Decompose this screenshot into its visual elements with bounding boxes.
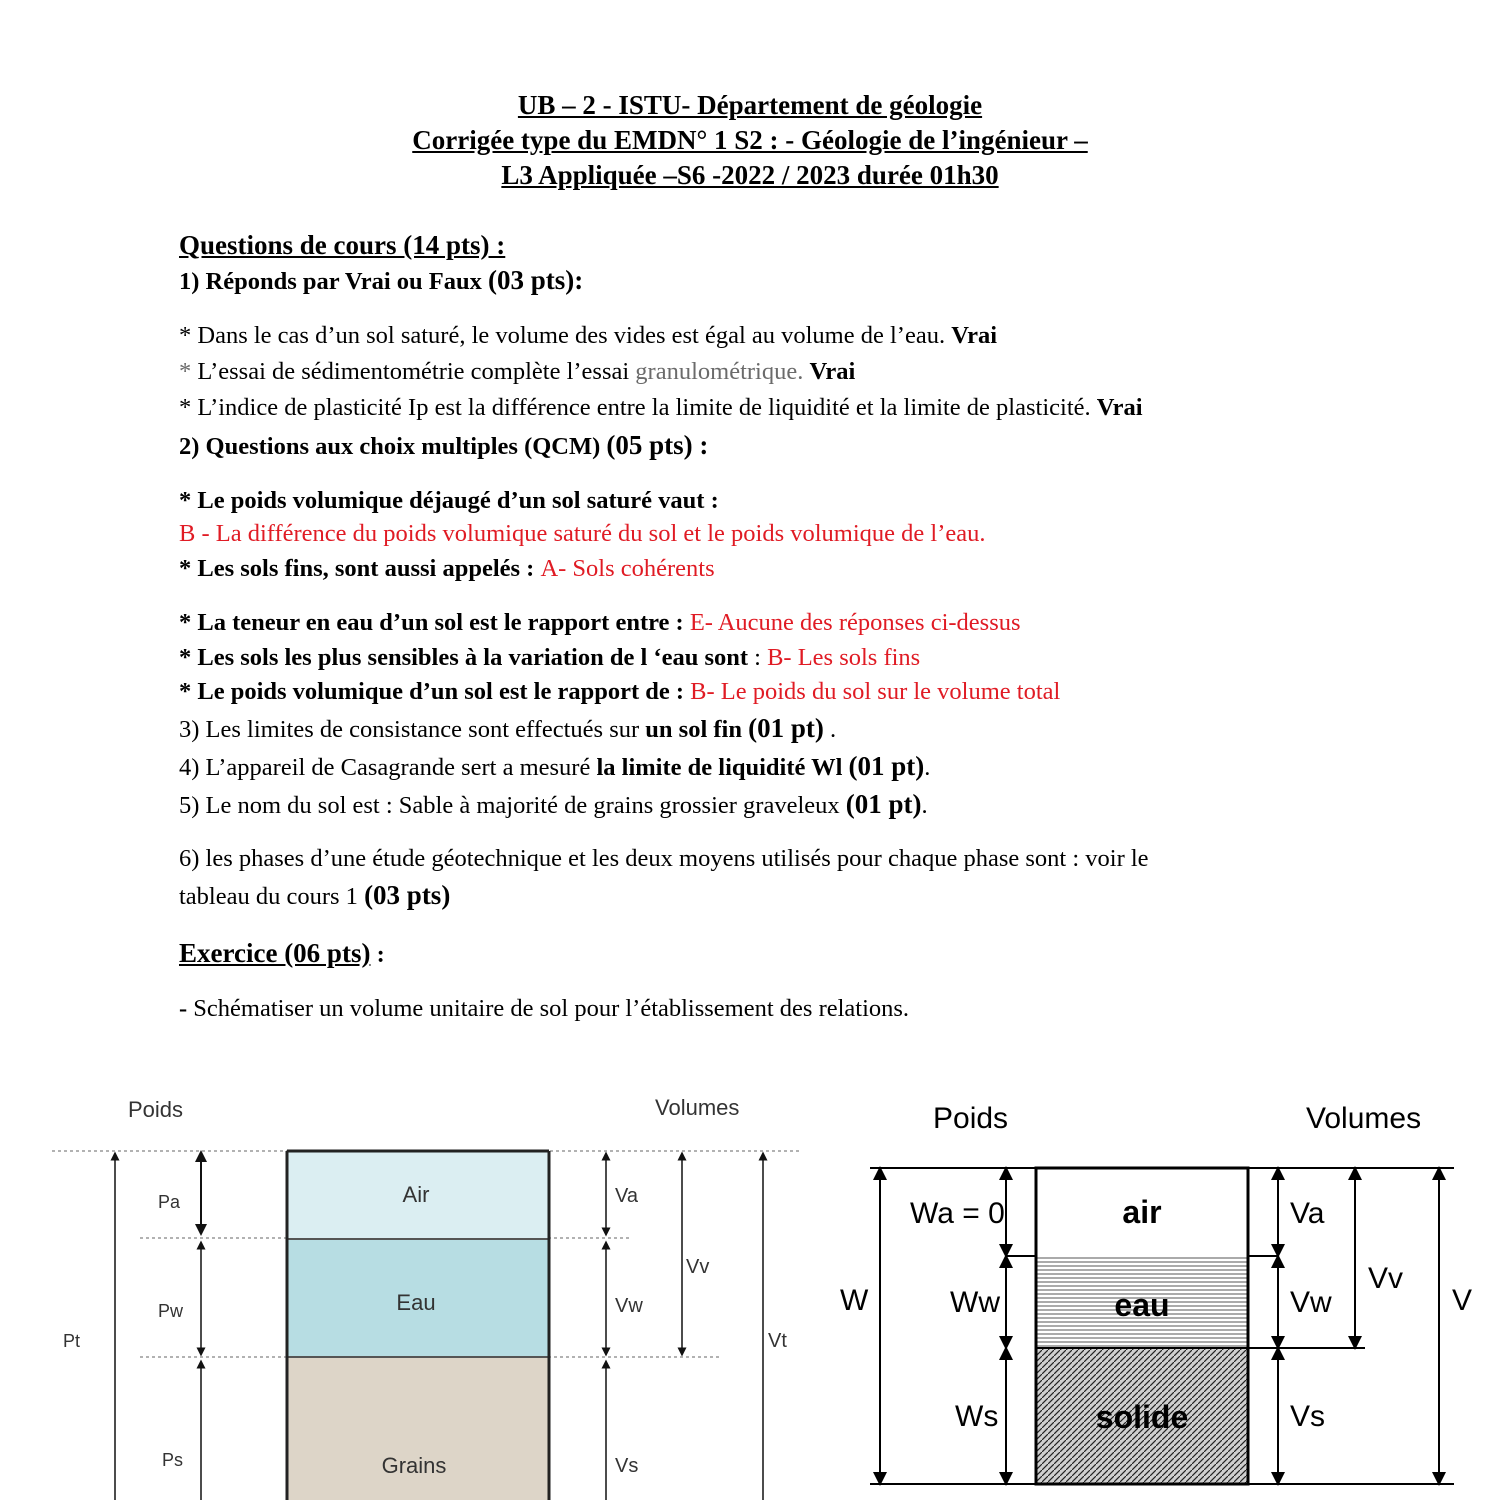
- question-4-points: (01 pt): [848, 751, 925, 781]
- left-grains-label: Grains: [382, 1453, 447, 1478]
- question-4: 4) L’appareil de Casagrande sert a mesur…: [179, 751, 930, 783]
- vf-item-3: * L’indice de plasticité Ip est la diffé…: [179, 393, 1143, 423]
- right-solid-layer: [1036, 1348, 1248, 1484]
- right-wa-label: Wa = 0: [910, 1197, 1005, 1230]
- qcm-item-5: * Le poids volumique d’un sol est le rap…: [179, 677, 1060, 707]
- question-1-label: 1) Réponds par Vrai ou Faux: [179, 268, 489, 295]
- question-2: 2) Questions aux choix multiples (QCM) (…: [179, 430, 708, 462]
- left-air-layer: [287, 1151, 549, 1239]
- left-vv-label: Vv: [686, 1256, 709, 1278]
- right-air-label: air: [1122, 1194, 1161, 1230]
- document-header: UB – 2 - ISTU- Département de géologie C…: [0, 88, 1500, 193]
- exercice-title: Exercice (06 pts): [179, 938, 371, 968]
- section-title-cours: Questions de cours (14 pts) :: [179, 230, 506, 260]
- exercice-dash: -: [179, 995, 188, 1022]
- exercice-heading: Exercice (06 pts) :: [179, 938, 385, 970]
- question-4-end: .: [924, 754, 931, 781]
- left-air-label: Air: [403, 1182, 430, 1207]
- question-2-label: 2) Questions aux choix multiples (QCM): [179, 433, 607, 460]
- qcm-answer-3: E- Aucune des réponses ci-dessus: [689, 609, 1021, 636]
- right-vv-label: Vv: [1368, 1262, 1403, 1295]
- question-4-bold: la limite de liquidité Wl: [596, 754, 849, 781]
- question-5: 5) Le nom du sol est : Sable à majorité …: [179, 789, 928, 821]
- qcm-answer-5: B- Le poids du sol sur le volume total: [690, 678, 1061, 705]
- right-ws-label: Ws: [955, 1400, 998, 1433]
- soil-phase-diagram-right: Poids Volumes air eau solide W Wa = 0 Ww…: [840, 1102, 1472, 1486]
- question-3-end: .: [823, 716, 837, 743]
- left-poids-label: Poids: [128, 1097, 183, 1122]
- qcm-item-2: * Les sols fins, sont aussi appelés : A-…: [179, 554, 715, 584]
- header-line-3: L3 Appliquée –S6 -2022 / 2023 durée 01h3…: [501, 160, 999, 190]
- question-6-line-1: 6) les phases d’une étude géotechnique e…: [179, 845, 1149, 872]
- right-air-layer: [1036, 1169, 1248, 1256]
- right-vw-label: Vw: [1290, 1286, 1332, 1319]
- right-solid-label: solide: [1096, 1399, 1188, 1435]
- question-1: 1) Réponds par Vrai ou Faux (03 pts):: [179, 265, 583, 297]
- question-6-points: (03 pts): [364, 880, 451, 910]
- soil-phase-diagram-left: Poids Volumes Air Eau Grains Pa Pw Ps Pt: [52, 1095, 800, 1500]
- question-1-points: (03 pts):: [488, 265, 584, 295]
- left-pw-label: Pw: [158, 1301, 184, 1321]
- qcm-question-2: * Les sols fins, sont aussi appelés :: [179, 555, 541, 582]
- left-vw-label: Vw: [615, 1295, 643, 1317]
- exercice-instruction: - Schématiser un volume unitaire de sol …: [179, 994, 909, 1024]
- question-4-text: 4) L’appareil de Casagrande sert a mesur…: [179, 754, 597, 781]
- qcm-item-3: * La teneur en eau d’un sol est le rappo…: [179, 608, 1021, 638]
- left-water-label: Eau: [396, 1290, 435, 1315]
- qcm-question-5: * Le poids volumique d’un sol est le rap…: [179, 678, 691, 705]
- qcm-item-4: * Les sols les plus sensibles à la varia…: [179, 643, 920, 673]
- vf-item-2: * L’essai de sédimentométrie complète l’…: [179, 357, 855, 387]
- left-vt-label: Vt: [768, 1330, 787, 1352]
- question-2-points: (05 pts) :: [606, 430, 709, 460]
- left-ps-label: Ps: [162, 1450, 183, 1470]
- right-poids-label: Poids: [933, 1102, 1008, 1135]
- question-3-bold: un sol fin: [645, 716, 749, 743]
- left-water-layer: [287, 1239, 549, 1357]
- right-water-layer: [1036, 1256, 1248, 1348]
- question-6-line-2-text: tableau du cours 1: [179, 883, 365, 910]
- header-line-1: UB – 2 - ISTU- Département de géologie: [517, 90, 983, 120]
- left-solid-layer: [287, 1357, 549, 1500]
- right-volumes-label: Volumes: [1306, 1102, 1421, 1135]
- question-5-points: (01 pt): [845, 789, 922, 819]
- question-5-end: .: [921, 792, 928, 819]
- left-pt-label: Pt: [63, 1331, 80, 1351]
- right-ww-label: Ww: [950, 1286, 1000, 1319]
- question-3-points: (01 pt): [748, 713, 824, 743]
- vf-item-3-text: * L’indice de plasticité Ip est la diffé…: [179, 394, 1097, 421]
- exercice-text: Schématiser un volume unitaire de sol po…: [187, 995, 910, 1022]
- right-vs-label: Vs: [1290, 1400, 1325, 1433]
- qcm-answer-2: A- Sols cohérents: [540, 555, 715, 582]
- left-va-label: Va: [615, 1185, 639, 1207]
- vf-item-3-answer: Vrai: [1096, 394, 1143, 421]
- qcm-question-1: * Le poids volumique déjaugé d’un sol sa…: [179, 487, 719, 514]
- qcm-question-4: * Les sols les plus sensibles à la varia…: [179, 644, 749, 671]
- qcm-answer-4: B- Les sols fins: [767, 644, 921, 671]
- vf-item-2-text: L’essai de sédimentométrie complète l’es…: [197, 358, 636, 385]
- vf-item-1-answer: Vrai: [951, 322, 998, 349]
- left-pa-label: Pa: [158, 1192, 181, 1212]
- qcm-question-3: * La teneur en eau d’un sol est le rappo…: [179, 609, 690, 636]
- vf-item-2-gray-word: granulométrique.: [635, 358, 804, 385]
- header-line-2: Corrigée type du EMDN° 1 S2 : - Géologie…: [412, 125, 1088, 155]
- vf-item-2-answer: Vrai: [809, 358, 856, 385]
- exercice-colon: :: [370, 941, 385, 968]
- question-3-text: 3) Les limites de consistance sont effec…: [179, 716, 646, 743]
- question-3: 3) Les limites de consistance sont effec…: [179, 713, 836, 745]
- right-v-label: V: [1452, 1284, 1472, 1317]
- qcm-separator-4: :: [748, 644, 768, 671]
- right-water-label: eau: [1114, 1287, 1169, 1323]
- vf-item-2-star: *: [179, 358, 198, 385]
- vf-item-1: * Dans le cas d’un sol saturé, le volume…: [179, 321, 997, 351]
- left-vs-label: Vs: [615, 1455, 638, 1477]
- right-w-label: W: [840, 1284, 869, 1317]
- left-volumes-label: Volumes: [655, 1095, 739, 1120]
- question-6-line-2: tableau du cours 1 (03 pts): [179, 880, 450, 912]
- question-5-text: 5) Le nom du sol est : Sable à majorité …: [179, 792, 846, 819]
- qcm-answer-1: B - La différence du poids volumique sat…: [179, 520, 986, 547]
- right-va-label: Va: [1290, 1197, 1325, 1230]
- vf-item-1-text: * Dans le cas d’un sol saturé, le volume…: [179, 322, 952, 349]
